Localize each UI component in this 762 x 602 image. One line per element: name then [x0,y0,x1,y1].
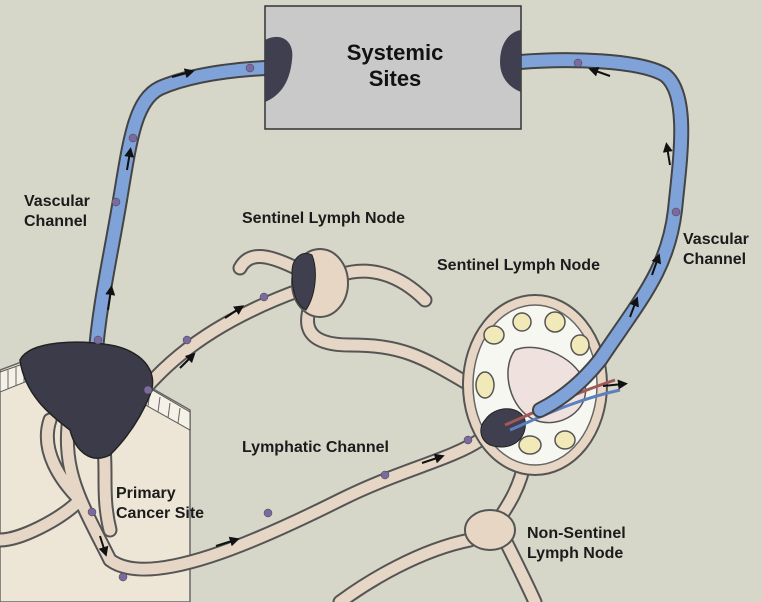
non-sentinel-node-label: Non-Sentinel Lymph Node [527,525,626,562]
sentinel-node-right-label: Sentinel Lymph Node [437,257,600,274]
systemic-sites-box [264,5,522,130]
primary-cancer-site-label: Primary Cancer Site [116,485,205,522]
follicles [475,311,590,455]
systemic-tumor-left [265,36,293,102]
flow-arrows [98,66,673,557]
primary-tumor [19,341,154,459]
non-sentinel-node [464,509,516,551]
systemic-tumor-right [500,30,521,92]
sentinel-node-top-label: Sentinel Lymph Node [242,210,405,227]
medulla [507,346,587,424]
sentinel-node-right-tumor [480,408,526,448]
systemic-sites-label: Systemic Sites [346,40,444,91]
sentinel-node-top-tumor [291,253,316,311]
cancer-cells [87,58,681,582]
lymphatic-channel-label: Lymphatic Channel [242,439,389,456]
vascular-channel-right-label: Vascular Channel [683,231,749,268]
vascular-channel-left-label: Vascular Channel [24,193,90,230]
